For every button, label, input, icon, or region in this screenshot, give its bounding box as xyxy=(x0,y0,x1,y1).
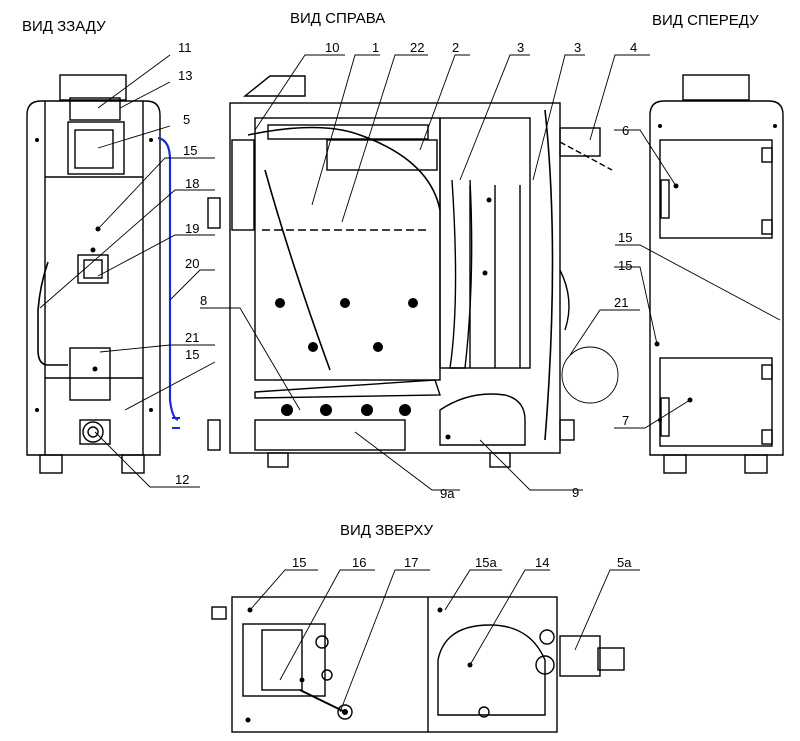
callout-side-1: 1 xyxy=(372,40,379,55)
callout-top-15: 15 xyxy=(292,555,306,570)
combustion-chamber xyxy=(254,117,441,381)
callout-top-14: 14 xyxy=(535,555,549,570)
upper-door xyxy=(659,139,773,239)
lower-door-handle xyxy=(660,397,670,437)
front-body xyxy=(649,100,784,456)
top-body xyxy=(231,596,558,733)
callout-front-15b: 15 xyxy=(618,258,632,273)
callout-rear-15: 15 xyxy=(183,143,197,158)
side-door-hinge xyxy=(231,139,255,231)
callout-side-4: 4 xyxy=(630,40,637,55)
callout-rear-19: 19 xyxy=(185,221,199,236)
flue-outlet xyxy=(559,127,601,157)
callout-side-3a: 3 xyxy=(517,40,524,55)
lower-door xyxy=(659,357,773,447)
top-motor xyxy=(559,635,601,677)
top-view xyxy=(211,596,625,733)
rear-sensor-box xyxy=(77,254,109,284)
callout-top-5a: 5а xyxy=(617,555,632,570)
view-title-right: ВИД СПРАВА xyxy=(290,10,386,27)
rear-flue-stub xyxy=(59,74,127,101)
callout-top-15a: 15а xyxy=(475,555,497,570)
leader-lines xyxy=(39,54,781,713)
callout-rear-13: 13 xyxy=(178,68,192,83)
view-title-front: ВИД СПЕРЕДУ xyxy=(652,12,759,29)
right-side-view xyxy=(207,75,613,468)
attachment-dots xyxy=(35,124,777,723)
rear-wire xyxy=(37,261,68,366)
callout-side-2: 2 xyxy=(452,40,459,55)
grate xyxy=(254,379,441,399)
view-title-top: ВИД ЗВЕРХУ xyxy=(340,522,434,539)
callout-side-10: 10 xyxy=(325,40,339,55)
callout-rear-18: 18 xyxy=(185,176,199,191)
power-cable xyxy=(157,136,179,422)
callout-front-15a: 15 xyxy=(618,230,632,245)
callout-rear-5: 5 xyxy=(183,112,190,127)
upper-baffle xyxy=(326,139,438,171)
callout-rear-12: 12 xyxy=(175,472,189,487)
callout-top-16: 16 xyxy=(352,555,366,570)
ash-pan xyxy=(254,419,406,451)
callout-side-3b: 3 xyxy=(574,40,581,55)
rear-drain-fitting xyxy=(82,421,104,443)
callout-top-17: 17 xyxy=(404,555,418,570)
callout-side-9: 9 xyxy=(572,485,579,500)
callout-rear-20: 20 xyxy=(185,256,199,271)
callout-front-21: 21 xyxy=(614,295,628,310)
side-flue xyxy=(243,75,306,97)
callout-rear-11: 11 xyxy=(178,40,192,55)
front-flue-stub xyxy=(682,74,750,101)
rear-view xyxy=(26,74,180,474)
callout-side-8: 8 xyxy=(200,293,207,308)
callout-rear-15b: 15 xyxy=(185,347,199,362)
side-body xyxy=(229,102,561,454)
upper-door-handle xyxy=(660,179,670,219)
fan-housing xyxy=(439,393,526,446)
callout-front-6: 6 xyxy=(622,123,629,138)
callout-front-7: 7 xyxy=(622,413,629,428)
rear-body xyxy=(26,100,161,456)
top-fan-housing xyxy=(437,624,546,716)
top-burner-block xyxy=(242,623,326,697)
callout-labels: 11 13 5 15 18 19 20 21 15 12 10 1 22 2 3… xyxy=(175,40,637,570)
rear-controller xyxy=(69,347,111,401)
front-view xyxy=(649,74,784,474)
rear-leg-left xyxy=(39,454,63,474)
rear-burner-box xyxy=(67,121,125,175)
callout-rear-21: 21 xyxy=(185,330,199,345)
rear-leg-right xyxy=(121,454,145,474)
callout-side-22: 22 xyxy=(410,40,424,55)
view-title-rear: ВИД ЗЗАДУ xyxy=(22,18,106,35)
callout-side-9a: 9а xyxy=(440,486,455,501)
